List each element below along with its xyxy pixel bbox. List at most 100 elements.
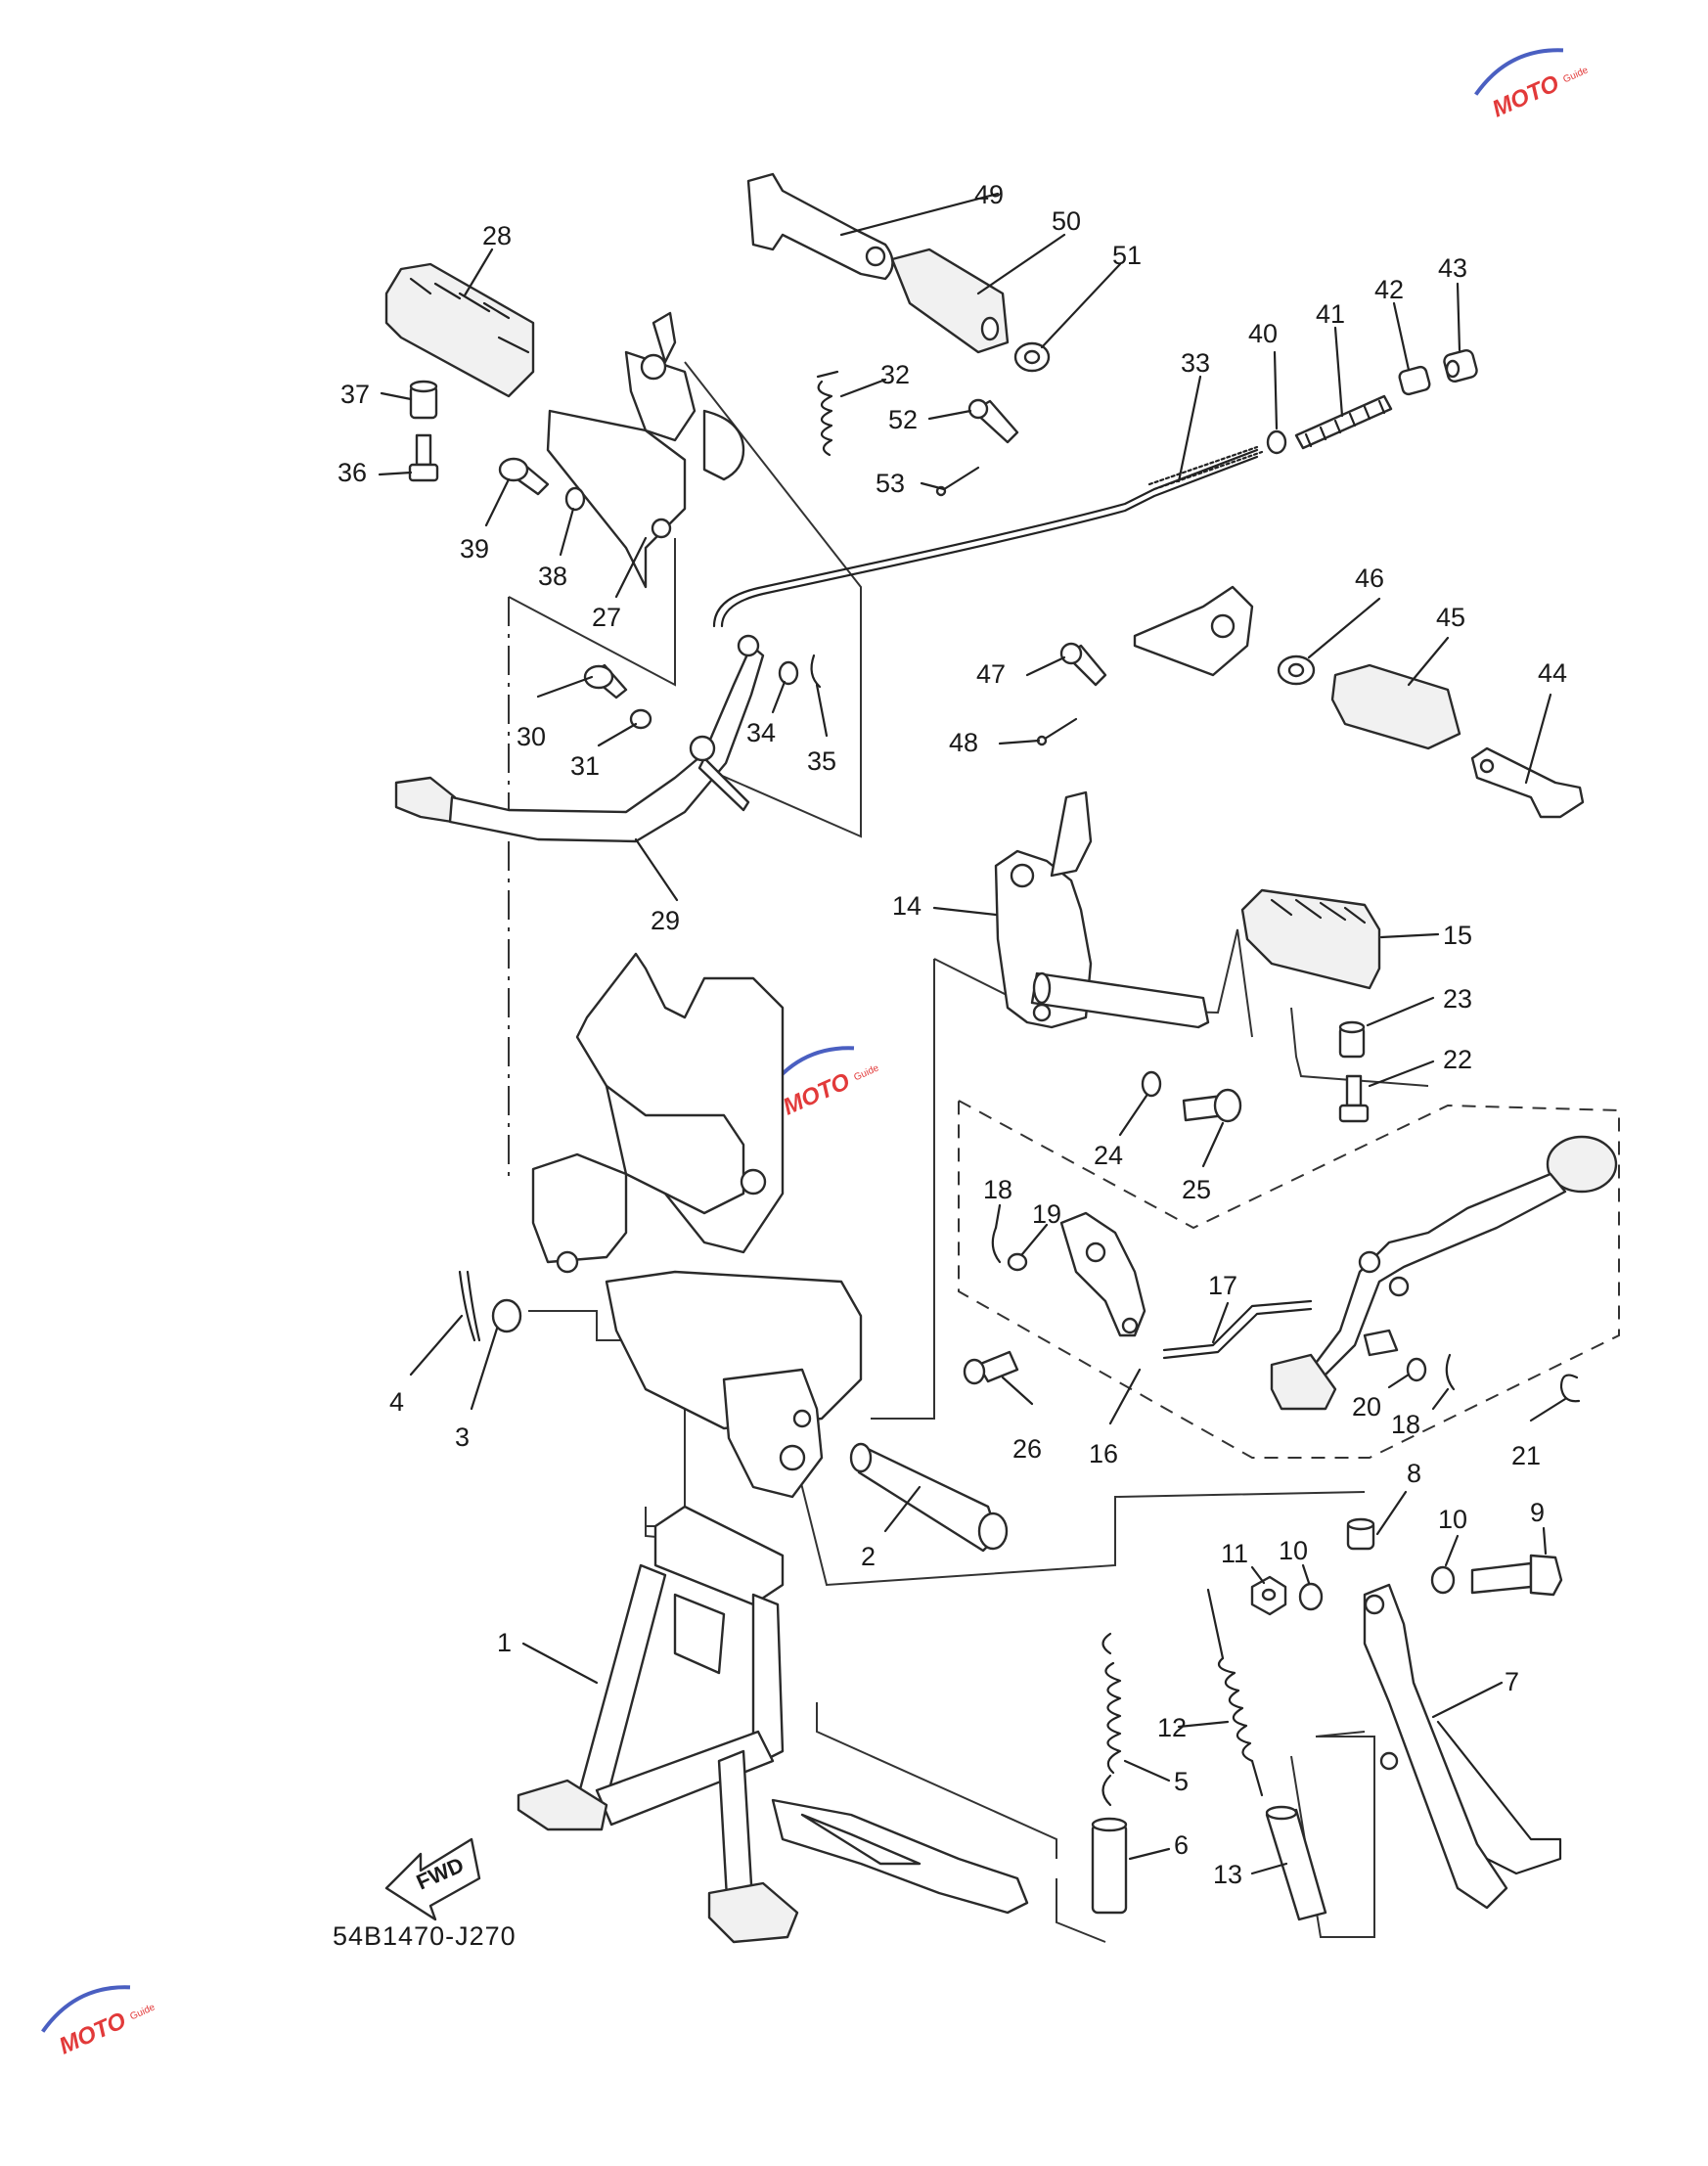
fwd-arrow-icon: FWD	[384, 1837, 481, 1921]
callout-34: 34	[746, 718, 776, 747]
part-7-side-stand	[1363, 1583, 1562, 1910]
leader-lines	[378, 192, 1567, 1875]
callout-6: 6	[1174, 1830, 1189, 1860]
part-39-bolt	[498, 457, 550, 496]
callout-48: 48	[949, 728, 978, 757]
part-27-footrest-bracket	[546, 311, 745, 589]
callout-2: 2	[861, 1542, 876, 1571]
callout-27: 27	[592, 603, 621, 632]
part-35-cotter-pin	[810, 654, 822, 689]
part-4-cotter-pin	[458, 1270, 481, 1342]
callout-32: 32	[880, 360, 910, 389]
callout-52: 52	[888, 405, 918, 434]
callout-49: 49	[974, 180, 1004, 209]
part-brake-pedal-right	[1270, 1135, 1618, 1411]
callout-47: 47	[976, 659, 1006, 689]
callout-21: 21	[1511, 1441, 1541, 1470]
callout-43: 43	[1438, 253, 1467, 283]
part-frame-main	[531, 952, 863, 1499]
part-50-pedal-rubber	[890, 248, 1010, 354]
part-1-main-stand	[517, 1505, 1029, 1944]
callout-13: 13	[1213, 1860, 1242, 1889]
callout-39: 39	[460, 534, 489, 564]
part-19-washer	[1007, 1252, 1028, 1272]
part-51-washer	[1013, 341, 1051, 373]
callout-42: 42	[1374, 275, 1404, 304]
part-10-washer-left	[1298, 1582, 1324, 1611]
callout-11: 11	[1221, 1539, 1248, 1568]
part-5-spring	[1101, 1632, 1122, 1807]
callout-38: 38	[538, 562, 567, 591]
part-45-pedal-rubber	[1330, 663, 1461, 750]
callout-18-lower: 18	[1391, 1410, 1420, 1439]
svg-text:Guide: Guide	[128, 2002, 157, 2022]
callout-15: 15	[1443, 921, 1472, 950]
part-38-washer	[564, 486, 586, 512]
part-33-brake-rod	[712, 445, 1264, 628]
callout-46: 46	[1355, 564, 1384, 593]
svg-text:MOTO: MOTO	[55, 2008, 130, 2060]
part-37-collar	[409, 380, 438, 420]
part-30-bolt	[583, 663, 628, 699]
callout-30: 30	[517, 722, 546, 751]
callout-31: 31	[570, 751, 600, 781]
callout-5: 5	[1174, 1767, 1189, 1796]
callout-19: 19	[1032, 1199, 1061, 1229]
part-brake-switch-bracket	[1059, 1211, 1146, 1337]
diagram-code: 54B1470-J270	[333, 1921, 517, 1951]
watermark-top-right: MOTO Guide	[1474, 48, 1591, 122]
svg-text:Guide: Guide	[1561, 65, 1590, 85]
part-11-nut	[1250, 1575, 1287, 1616]
part-24-washer	[1141, 1070, 1162, 1098]
part-25-bolt	[1182, 1088, 1242, 1123]
part-13-sleeve	[1265, 1805, 1327, 1921]
part-23-collar	[1338, 1020, 1366, 1059]
callout-25: 25	[1182, 1175, 1211, 1204]
part-46-washer	[1277, 654, 1316, 686]
part-22-bolt	[1338, 1074, 1370, 1123]
part-49-lever	[746, 172, 894, 281]
part-frame-bracket-right	[1133, 585, 1254, 677]
callout-33: 33	[1181, 348, 1210, 378]
part-40-washer	[1266, 429, 1287, 455]
callout-7: 7	[1505, 1667, 1519, 1696]
callout-17: 17	[1208, 1271, 1237, 1300]
part-52-pin	[967, 398, 1019, 444]
callout-9: 9	[1530, 1498, 1545, 1527]
part-3-washer	[491, 1298, 522, 1333]
part-14-footrest-bracket	[994, 790, 1210, 1029]
callout-37: 37	[340, 380, 370, 409]
watermark-bottom-left: MOTO Guide	[41, 1985, 157, 2060]
part-53-cotter-pin	[935, 466, 980, 497]
part-47-pin	[1059, 642, 1107, 687]
callout-1: 1	[497, 1628, 512, 1657]
callout-36: 36	[337, 458, 367, 487]
part-36-bolt	[408, 433, 439, 482]
callout-29: 29	[651, 906, 680, 935]
part-29-brake-pedal	[394, 634, 765, 843]
part-17-rod	[1162, 1299, 1313, 1360]
callout-20: 20	[1352, 1392, 1381, 1421]
part-21-clip	[1559, 1374, 1581, 1403]
part-44-lever	[1470, 746, 1585, 819]
callout-44: 44	[1538, 658, 1567, 688]
part-43-adjust-nut	[1443, 348, 1478, 384]
callout-45: 45	[1436, 603, 1465, 632]
callout-41: 41	[1316, 299, 1345, 329]
callout-3: 3	[455, 1422, 470, 1452]
callout-51: 51	[1112, 241, 1142, 270]
callout-40: 40	[1248, 319, 1278, 348]
callout-labels: 49 50 51 28 32 52 53 33 40 41 42 43 37 3…	[333, 180, 1567, 1951]
part-41-spring	[1294, 394, 1393, 450]
part-18-cotter-pin-lower	[1445, 1353, 1456, 1391]
callout-53: 53	[876, 469, 905, 498]
part-28-footrest	[384, 262, 535, 398]
callout-24: 24	[1094, 1141, 1123, 1170]
callout-4: 4	[389, 1387, 404, 1417]
part-10-washer-right	[1430, 1565, 1456, 1595]
part-42-joint	[1398, 365, 1431, 396]
callout-10-left: 10	[1279, 1536, 1308, 1565]
part-20-washer	[1406, 1357, 1427, 1382]
callout-12: 12	[1157, 1713, 1187, 1742]
